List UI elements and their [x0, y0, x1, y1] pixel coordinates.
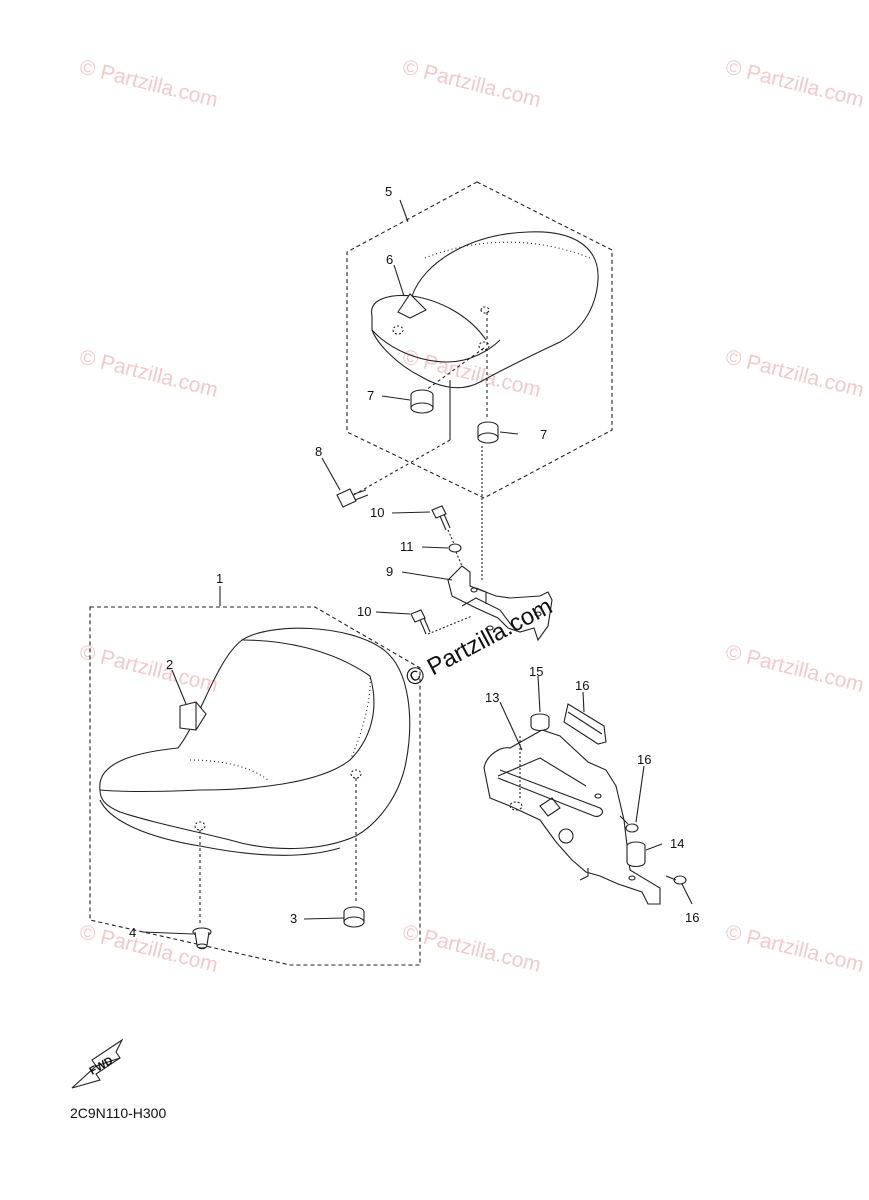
washer-11: [448, 543, 462, 553]
callout-14: 15: [529, 664, 544, 679]
callout-10: 10: [370, 505, 385, 520]
callout-3: 3: [290, 911, 298, 926]
damper-4: [192, 927, 212, 950]
callout-8: 8: [315, 444, 323, 459]
callout-7: 7: [367, 388, 375, 403]
fwd-arrow-icon: [71, 1038, 124, 1089]
screw-16-upper: [619, 815, 639, 833]
damper-right: [477, 421, 499, 444]
band-15: [563, 703, 607, 745]
rear-seat-group-outline: [346, 181, 613, 499]
bolt-10-lower: [410, 609, 431, 635]
cap-13: [626, 841, 646, 868]
callout-12: 13: [485, 690, 500, 705]
callout-6: 6: [386, 252, 394, 267]
damper-left: [410, 389, 434, 414]
grommet-14: [530, 713, 550, 732]
callout-2: 2: [166, 657, 174, 672]
callout-4: 4: [129, 925, 137, 940]
bolt-10-upper: [431, 505, 451, 531]
callout-9: 9: [386, 564, 394, 579]
diagram-code: 2C9N110-H300: [70, 1105, 167, 1121]
callout-15: 16: [575, 678, 590, 693]
front-seat: [99, 627, 411, 850]
fwd-label: FWD: [88, 1055, 116, 1078]
callout-7: 7: [540, 427, 548, 442]
screw-16-lower: [665, 875, 687, 885]
callout-16: 16: [637, 752, 652, 767]
bracket-9: [447, 565, 553, 642]
bracket-12: [483, 729, 661, 905]
damper-3: [343, 906, 365, 928]
callout-13: 14: [670, 836, 685, 851]
callout-11: 11: [400, 539, 414, 554]
rear-seat-strap: [397, 293, 427, 319]
bolt-8: [336, 488, 369, 508]
front-seat-strap: [179, 701, 207, 731]
rear-seat: [371, 231, 599, 389]
front-seat-group-outline: [89, 606, 421, 966]
callout-16: 16: [685, 910, 700, 925]
callout-5: 5: [385, 184, 393, 199]
callout-10: 10: [357, 604, 372, 619]
callout-1: 1: [216, 571, 224, 586]
